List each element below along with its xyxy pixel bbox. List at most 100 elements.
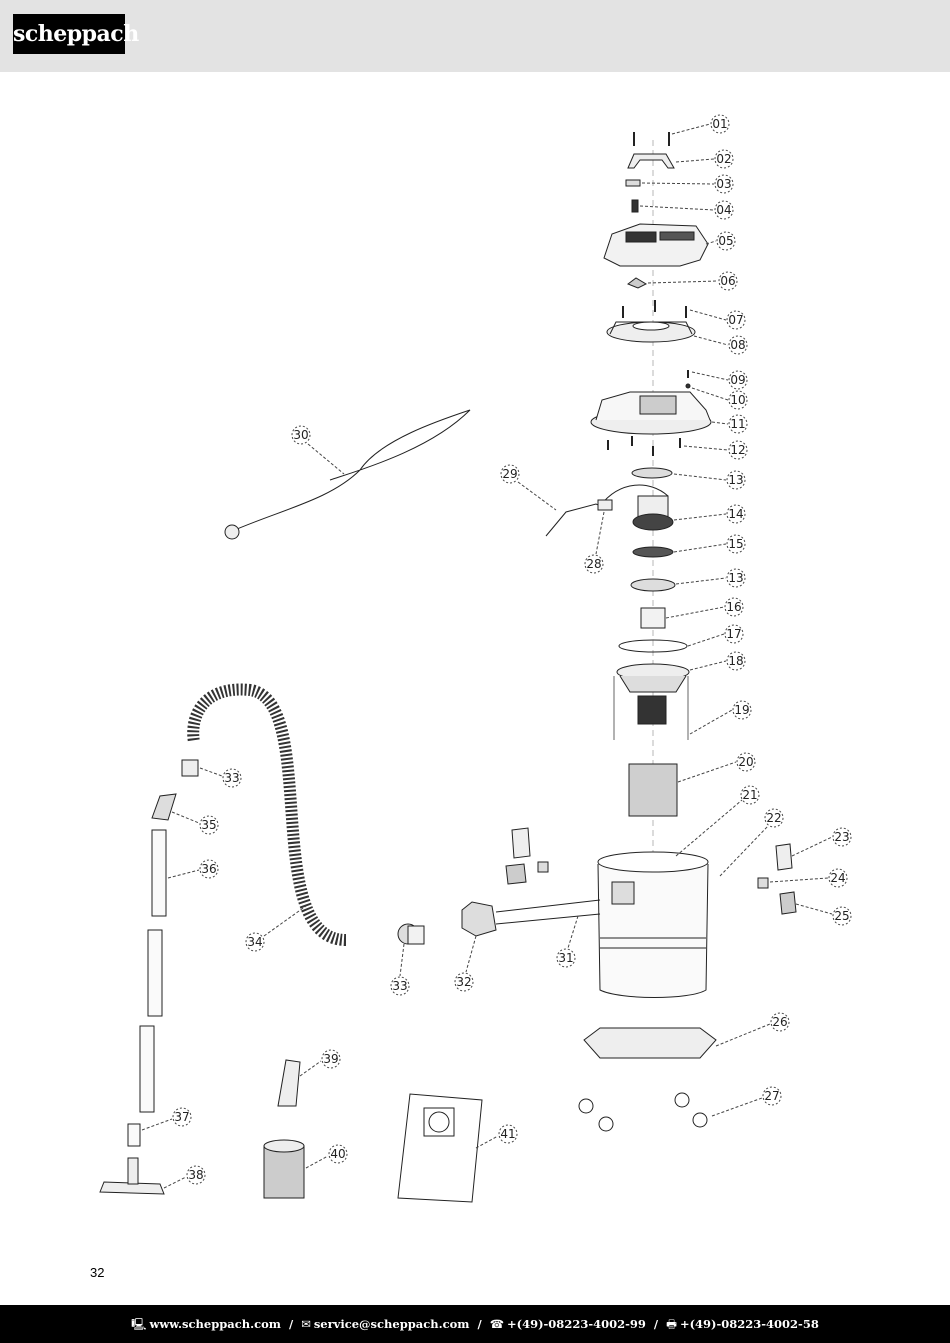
svg-text:01: 01: [712, 117, 727, 131]
fax-icon: 🖶: [666, 1317, 677, 1331]
svg-text:36: 36: [201, 862, 216, 876]
svg-text:27: 27: [764, 1089, 779, 1103]
svg-text:04: 04: [716, 203, 731, 217]
svg-text:09: 09: [730, 373, 745, 387]
callout-11: 11: [711, 414, 748, 434]
phone-number: +(49)-08223-4002-99: [507, 1317, 646, 1331]
svg-text:13: 13: [728, 473, 743, 487]
svg-text:28: 28: [586, 557, 601, 571]
callout-30: 30: [291, 425, 345, 475]
website-link[interactable]: www.scheppach.com: [149, 1317, 281, 1331]
svg-text:35: 35: [201, 818, 216, 832]
callout-05: 05: [705, 231, 736, 251]
svg-text:14: 14: [728, 507, 743, 521]
callout-01: 01: [671, 114, 730, 135]
mail-icon: ✉: [301, 1317, 311, 1331]
svg-text:34: 34: [247, 935, 262, 949]
svg-text:17: 17: [726, 627, 741, 641]
svg-text:30: 30: [293, 428, 308, 442]
svg-text:16: 16: [726, 600, 741, 614]
callout-37: 37: [141, 1107, 192, 1131]
exploded-parts-diagram: 01 02 03 04 05 06 07 08 09 10 11 12 13 1…: [99, 114, 852, 1203]
page-header: scheppach: [0, 0, 950, 72]
footer-separator: /: [653, 1317, 659, 1331]
callout-26: 26: [715, 1012, 790, 1047]
callout-14: 14: [673, 504, 746, 524]
callout-10: 10: [691, 387, 748, 410]
svg-text:13: 13: [728, 571, 743, 585]
callout-35: 35: [171, 811, 219, 835]
callout-13: 13: [673, 470, 746, 490]
callout-41: 41: [475, 1124, 518, 1149]
callout-32: 32: [454, 935, 477, 992]
callout-16: 16: [665, 597, 744, 619]
callout-12: 12: [683, 440, 748, 460]
callout-18: 18: [689, 651, 746, 671]
svg-text:10: 10: [730, 393, 745, 407]
part-callouts: 01 02 03 04 05 06 07 08 09 10 11 12 13 1…: [141, 114, 852, 1189]
callout-22: 22: [719, 808, 784, 877]
callout-07: 07: [689, 309, 746, 330]
svg-text:07: 07: [728, 313, 743, 327]
email-link[interactable]: service@scheppach.com: [313, 1317, 470, 1331]
callout-36: 36: [167, 859, 219, 879]
svg-text:21: 21: [742, 788, 757, 802]
svg-text:11: 11: [730, 417, 745, 431]
callout-27: 27: [711, 1086, 782, 1117]
svg-text:03: 03: [716, 177, 731, 191]
svg-text:39: 39: [323, 1052, 338, 1066]
callout-03: 03: [641, 174, 734, 194]
svg-text:37: 37: [174, 1110, 189, 1124]
callout-21: 21: [675, 785, 760, 857]
svg-text:41: 41: [500, 1127, 515, 1141]
svg-text:18: 18: [728, 654, 743, 668]
callout-29: 29: [500, 464, 557, 511]
scheppach-logo: scheppach: [13, 14, 139, 54]
svg-text:05: 05: [718, 234, 733, 248]
computer-icon: 🖳: [131, 1317, 147, 1331]
callout-33b: 33: [390, 943, 410, 996]
contact-footer: 🖳www.scheppach.com / ✉service@scheppach.…: [0, 1305, 950, 1343]
callout-06: 06: [647, 271, 738, 291]
callout-33: 33: [199, 767, 242, 788]
callout-31: 31: [556, 915, 579, 968]
svg-text:25: 25: [834, 909, 849, 923]
callout-38: 38: [163, 1165, 206, 1189]
svg-text:32: 32: [456, 975, 471, 989]
svg-text:33: 33: [224, 771, 239, 785]
callout-20: 20: [677, 752, 756, 783]
svg-text:15: 15: [728, 537, 743, 551]
svg-text:20: 20: [738, 755, 753, 769]
callout-24: 24: [769, 868, 848, 888]
svg-text:33: 33: [392, 979, 407, 993]
phone-icon: ☎: [489, 1317, 505, 1331]
callout-15: 15: [673, 534, 746, 554]
callout-25: 25: [795, 903, 852, 926]
svg-text:26: 26: [772, 1015, 787, 1029]
page-number: 32: [90, 1265, 105, 1280]
svg-text:29: 29: [502, 467, 517, 481]
callout-39: 39: [299, 1049, 341, 1077]
svg-text:40: 40: [330, 1147, 345, 1161]
svg-text:02: 02: [716, 152, 731, 166]
callout-40: 40: [305, 1144, 348, 1169]
callout-28: 28: [584, 511, 605, 574]
svg-text:22: 22: [766, 811, 781, 825]
svg-text:31: 31: [558, 951, 573, 965]
svg-text:24: 24: [830, 871, 845, 885]
svg-text:38: 38: [188, 1168, 203, 1182]
callout-23: 23: [791, 827, 852, 857]
callout-02: 02: [675, 149, 734, 169]
svg-text:19: 19: [734, 703, 749, 717]
callout-09: 09: [691, 370, 748, 390]
callout-04: 04: [639, 200, 734, 220]
fax-number: +(49)-08223-4002-58: [679, 1317, 819, 1331]
footer-separator: /: [477, 1317, 482, 1331]
svg-text:23: 23: [834, 830, 849, 844]
footer-separator: /: [288, 1317, 294, 1331]
callout-34: 34: [245, 905, 307, 952]
callout-13b: 13: [675, 568, 746, 588]
svg-text:06: 06: [720, 274, 735, 288]
callout-17: 17: [687, 624, 744, 647]
callout-08: 08: [693, 335, 748, 355]
